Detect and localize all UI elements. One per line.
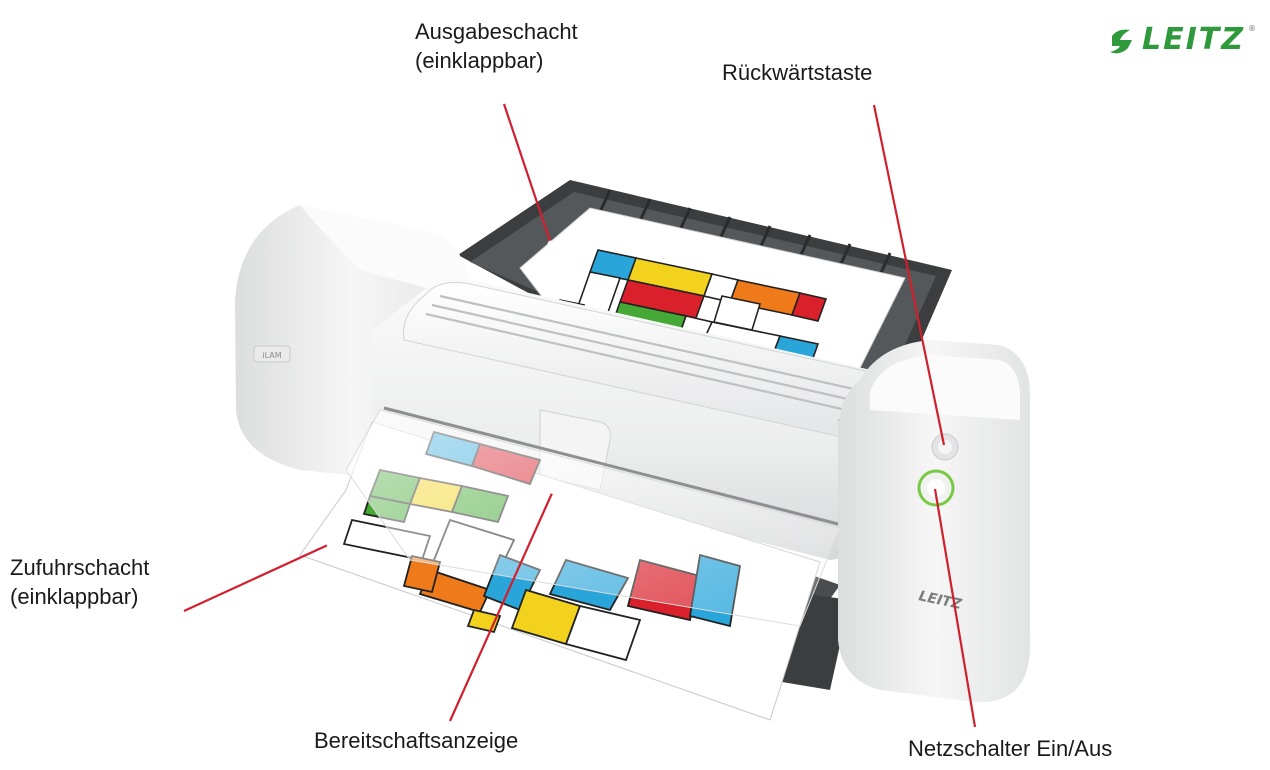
- leitz-logo-mark-icon: [1110, 29, 1132, 54]
- label-power-switch: Netzschalter Ein/Aus: [908, 736, 1113, 761]
- label-ready-indicator: Bereitschaftsanzeige: [314, 728, 519, 753]
- leader-feed-tray: [183, 543, 331, 612]
- leitz-logo: LEITZ ®: [1108, 20, 1258, 64]
- leader-output-tray: [502, 103, 553, 245]
- logo-wordmark: LEITZ: [1142, 22, 1245, 57]
- right-housing: LEITZ: [838, 340, 1030, 703]
- logo-registered-mark: ®: [1248, 24, 1256, 33]
- leader-reverse-button: [872, 104, 946, 446]
- label-feed-tray: Zufuhrschacht (einklappbar): [10, 555, 150, 609]
- leader-dot-ready: [550, 488, 556, 494]
- label-output-tray: Ausgabeschacht (einklappbar): [415, 19, 578, 73]
- leader-power-switch: [933, 488, 977, 728]
- leader-dot-feed-tray: [326, 540, 334, 548]
- label-reverse-button: Rückwärtstaste: [722, 60, 873, 85]
- leader-dot-output-tray: [547, 240, 555, 248]
- leader-lines: [183, 103, 977, 728]
- leader-ready-indicator: [448, 490, 555, 722]
- device-small-label: iLAM: [262, 351, 281, 360]
- input-sheet: [299, 409, 841, 721]
